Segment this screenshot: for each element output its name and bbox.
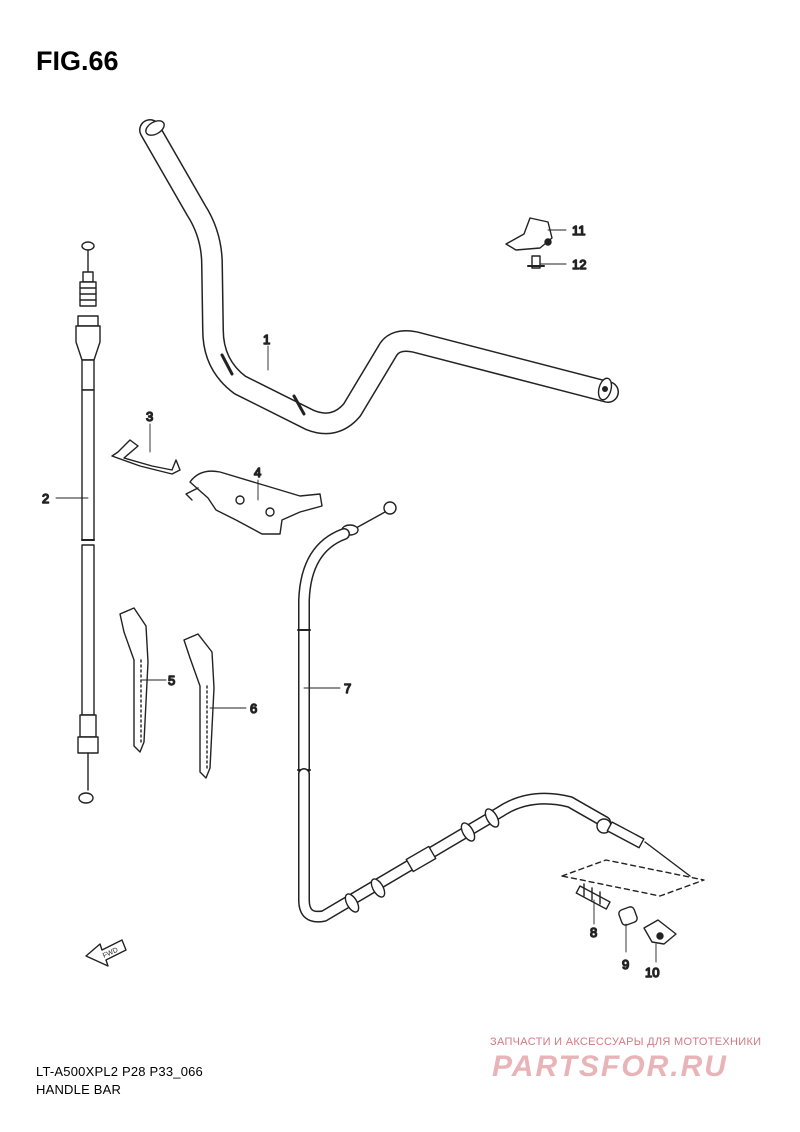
figure-code: LT-A500XPL2 P28 P33_066 xyxy=(36,1064,203,1079)
watermark-tagline: ЗАПЧАСТИ И АКСЕССУАРЫ ДЛЯ МОТОТЕХНИКИ xyxy=(490,1036,762,1048)
figure-name: HANDLE BAR xyxy=(36,1082,122,1097)
callout-10: 10 xyxy=(645,965,659,980)
wire-clip xyxy=(111,439,181,475)
handlebar xyxy=(139,119,619,435)
callout-6: 6 xyxy=(250,701,257,716)
watermark-logo: PARTSFOR.RU xyxy=(492,1050,728,1083)
callout-9: 9 xyxy=(622,957,629,972)
holder-bracket xyxy=(185,470,323,535)
callout-12: 12 xyxy=(572,257,586,272)
callout-4: 4 xyxy=(254,465,261,480)
callout-7: 7 xyxy=(344,681,351,696)
leader-lines xyxy=(55,229,657,963)
throttle-cable xyxy=(297,501,691,923)
lever-holder xyxy=(505,217,553,269)
adjuster-group xyxy=(561,859,705,945)
cable-tie-b xyxy=(183,633,215,779)
callout-11: 11 xyxy=(572,223,586,238)
callout-1: 1 xyxy=(263,332,270,347)
forward-arrow-icon: FWD xyxy=(85,939,127,967)
callout-2: 2 xyxy=(42,491,49,506)
callout-5: 5 xyxy=(168,673,175,688)
callout-8: 8 xyxy=(590,925,597,940)
clutch-cable xyxy=(75,241,101,804)
cable-tie-a xyxy=(119,607,149,753)
figure-title: FIG.66 xyxy=(36,46,119,76)
callout-3: 3 xyxy=(146,409,153,424)
